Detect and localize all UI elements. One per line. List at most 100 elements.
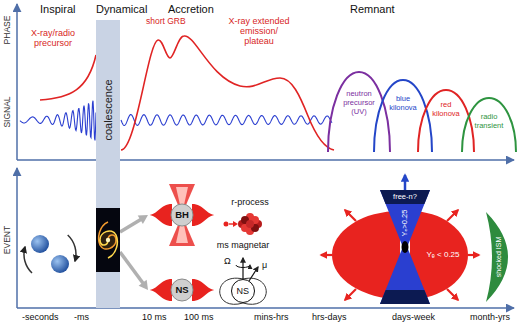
axis-label: SIGNAL: [3, 96, 13, 127]
black-hole: BH: [148, 203, 216, 227]
event-label: r-process: [231, 197, 269, 207]
phase-label: Dynamical: [96, 3, 147, 16]
outflow-arrow: [321, 254, 332, 256]
gw-ringdown: [121, 115, 332, 126]
spin-axis: [242, 258, 243, 279]
jet: [176, 225, 188, 243]
symbol-label: Ω: [224, 256, 231, 266]
shocked-ism-part: [486, 212, 508, 302]
black-hole-part: [192, 204, 216, 226]
signal-hump-part: [418, 90, 474, 152]
connector-line: [120, 219, 141, 232]
polar-ejecta-part: [380, 290, 430, 304]
arrow-head: [138, 215, 148, 224]
signal-label: X-ray/radio precursor: [26, 28, 80, 48]
node-label: Yₑ>0.25: [401, 210, 410, 237]
coalescence-band-part: [96, 208, 120, 272]
polar-ejecta-part: [380, 190, 430, 204]
r-process-nucleus: [224, 213, 263, 235]
signal-label: short GRB: [146, 17, 186, 27]
jet: [176, 187, 188, 205]
polar-ejecta-part: [402, 241, 409, 253]
neutron-star-part: [148, 279, 172, 301]
event-label: ms magnetar: [217, 240, 270, 250]
node-label: NS: [236, 286, 249, 296]
signal-hump: red kilonova: [418, 90, 474, 152]
time-label: days-week: [392, 312, 435, 322]
magnetar: NS: [231, 279, 255, 303]
axis-line: [16, 168, 18, 308]
signal-label: X-ray extended emission/ plateau: [226, 16, 292, 46]
jet: [169, 184, 195, 205]
neutron-star: NS: [148, 278, 216, 302]
connector-line: [120, 252, 143, 284]
orbit-arrow: [24, 247, 32, 273]
node-label: neutron precursor (UV): [337, 89, 381, 116]
outflow-arrow: [345, 210, 356, 221]
node-label: red kilonova: [429, 100, 463, 118]
coalescence-band-part: [100, 231, 117, 258]
orbit-arrow: [68, 235, 76, 261]
coalescence-band-shape: [96, 20, 120, 308]
time-label: -ms: [74, 312, 89, 322]
coalescence-band-part: [106, 238, 110, 242]
signal-hump: neutron precursor (UV): [328, 72, 390, 152]
time-label: hrs-days: [312, 312, 347, 322]
outflow-arrow: [447, 210, 458, 221]
binary-stars: [24, 235, 76, 273]
arrow-head: [139, 280, 148, 290]
polar-ejecta-shape: [380, 190, 430, 304]
signal-hump-part: [462, 98, 516, 152]
symbol-label: μ: [262, 260, 267, 270]
signal-hump-shape: [418, 90, 474, 152]
capture-arrow: [229, 223, 233, 224]
capture-arrow: [233, 221, 238, 227]
phase-label: Remnant: [350, 3, 395, 16]
node-label: radio transient: [472, 112, 506, 130]
grb-curve: [121, 36, 334, 150]
axis-label: PHASE: [3, 16, 13, 45]
time-label: -seconds: [22, 312, 59, 322]
star: [51, 255, 69, 273]
polar-ejecta: free-n? Yₑ>0.25: [380, 190, 430, 304]
polar-outflow-arrow: [404, 175, 407, 190]
axis-line: [17, 159, 514, 161]
outflow-arrow: [468, 254, 479, 256]
axis-line: [17, 307, 514, 309]
time-label: 100 ms: [184, 312, 214, 322]
node-label: free-n?: [393, 193, 417, 202]
star: [31, 235, 49, 253]
black-hole-part: [171, 204, 193, 226]
node-label: Yₑ < 0.25: [427, 250, 460, 259]
nucleon: [246, 220, 254, 228]
neutron-star-part: [171, 279, 193, 301]
red-ejecta-lobe-part: [410, 211, 468, 299]
node-label: shocked ISM: [495, 237, 503, 277]
coalescence-band: coalescence: [96, 20, 120, 308]
node-label: NS: [175, 285, 188, 296]
jet: [169, 225, 195, 246]
phase-label: Inspiral: [40, 3, 75, 16]
time-label: month-yrs: [470, 312, 510, 322]
time-label: mins-hrs: [254, 312, 289, 322]
spin-arrow: [236, 265, 250, 268]
node-label: blue kilonova: [385, 94, 421, 112]
moment-axis: [249, 267, 258, 281]
phase-label: Accretion: [168, 3, 214, 16]
outflow-arrow: [345, 289, 356, 300]
black-hole-part: [148, 204, 172, 226]
connector-arrow: [120, 252, 148, 290]
node-label: BH: [175, 210, 189, 221]
neutron-star-part: [192, 279, 216, 301]
neutron-dot: [224, 222, 229, 227]
axis-label: EVENT: [3, 226, 13, 254]
gw-chirp: [20, 101, 96, 141]
connector-arrow: [120, 215, 148, 232]
node-label: coalescence: [102, 79, 115, 140]
axes: [17, 4, 514, 308]
time-label: 10 ms: [142, 312, 167, 322]
shocked-ism: shocked ISM: [484, 210, 512, 304]
bh-jets: [169, 184, 195, 246]
outflow-arrow: [447, 289, 458, 300]
axis-line: [16, 4, 18, 160]
